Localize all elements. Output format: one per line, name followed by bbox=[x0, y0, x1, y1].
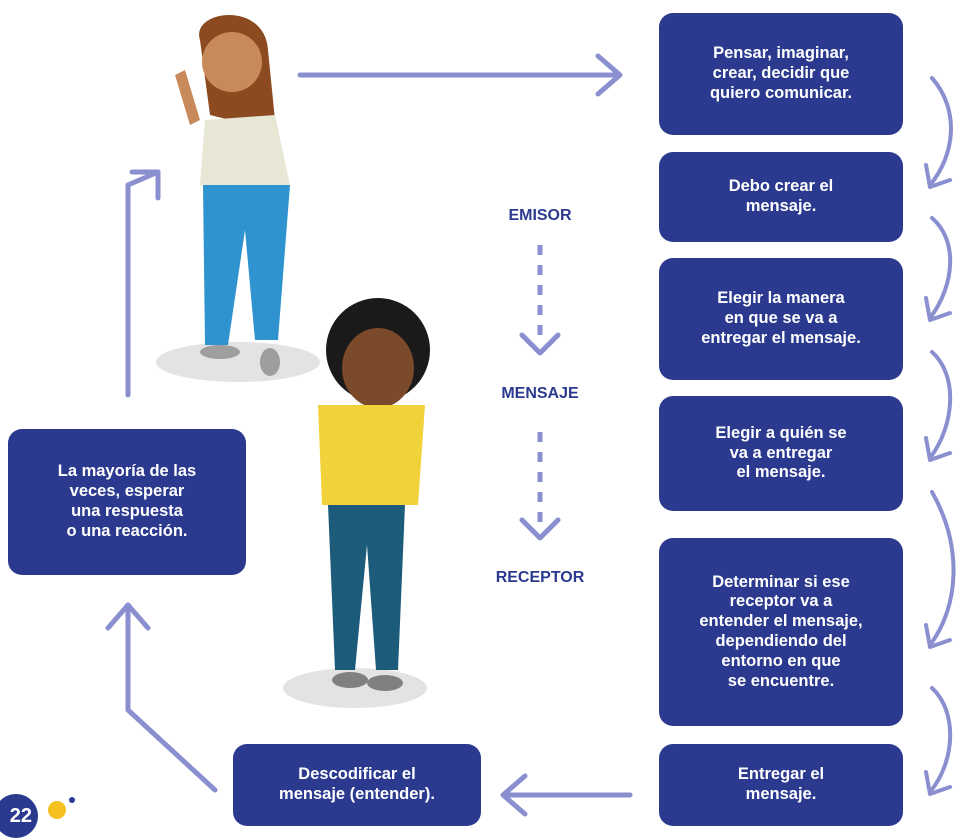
man-figure bbox=[283, 298, 430, 708]
woman-figure bbox=[156, 15, 320, 382]
step-box-choose-receiver: Elegir a quién se va a entregar el mensa… bbox=[659, 396, 903, 511]
label-mensaje: MENSAJE bbox=[501, 385, 579, 402]
step-box-create-message: Debo crear el mensaje. bbox=[659, 152, 903, 242]
arrow-to-decode bbox=[500, 773, 633, 817]
step-box-deliver: Entregar el mensaje. bbox=[659, 744, 903, 826]
decor-dot-blue bbox=[69, 797, 75, 803]
page-number: 22 bbox=[0, 794, 38, 838]
step-box-receiver-understand: Determinar si ese receptor va a entender… bbox=[659, 538, 903, 726]
curve-arrow-4 bbox=[924, 490, 956, 649]
step-box-decode: Descodificar el mensaje (entender). bbox=[233, 744, 481, 826]
step-box-await-reaction: La mayoría de las veces, esperar una res… bbox=[8, 429, 246, 575]
dashed-arrow-mensaje-receptor bbox=[519, 432, 561, 541]
label-emisor: EMISOR bbox=[508, 207, 572, 224]
curve-arrow-5 bbox=[924, 686, 953, 796]
label-receptor: RECEPTOR bbox=[495, 569, 585, 586]
dashed-arrow-emisor-mensaje bbox=[519, 245, 561, 356]
step-box-choose-channel: Elegir la manera en que se va a entregar… bbox=[659, 258, 903, 380]
curve-arrow-3 bbox=[924, 350, 953, 462]
arrow-to-first-step bbox=[297, 53, 623, 97]
curve-arrow-1 bbox=[924, 76, 953, 189]
arrow-to-woman bbox=[125, 169, 161, 398]
decor-dot-yellow bbox=[48, 801, 66, 819]
arrow-to-reaction bbox=[105, 602, 218, 793]
curve-arrow-2 bbox=[924, 216, 953, 322]
step-box-think: Pensar, imaginar, crear, decidir que qui… bbox=[659, 13, 903, 135]
